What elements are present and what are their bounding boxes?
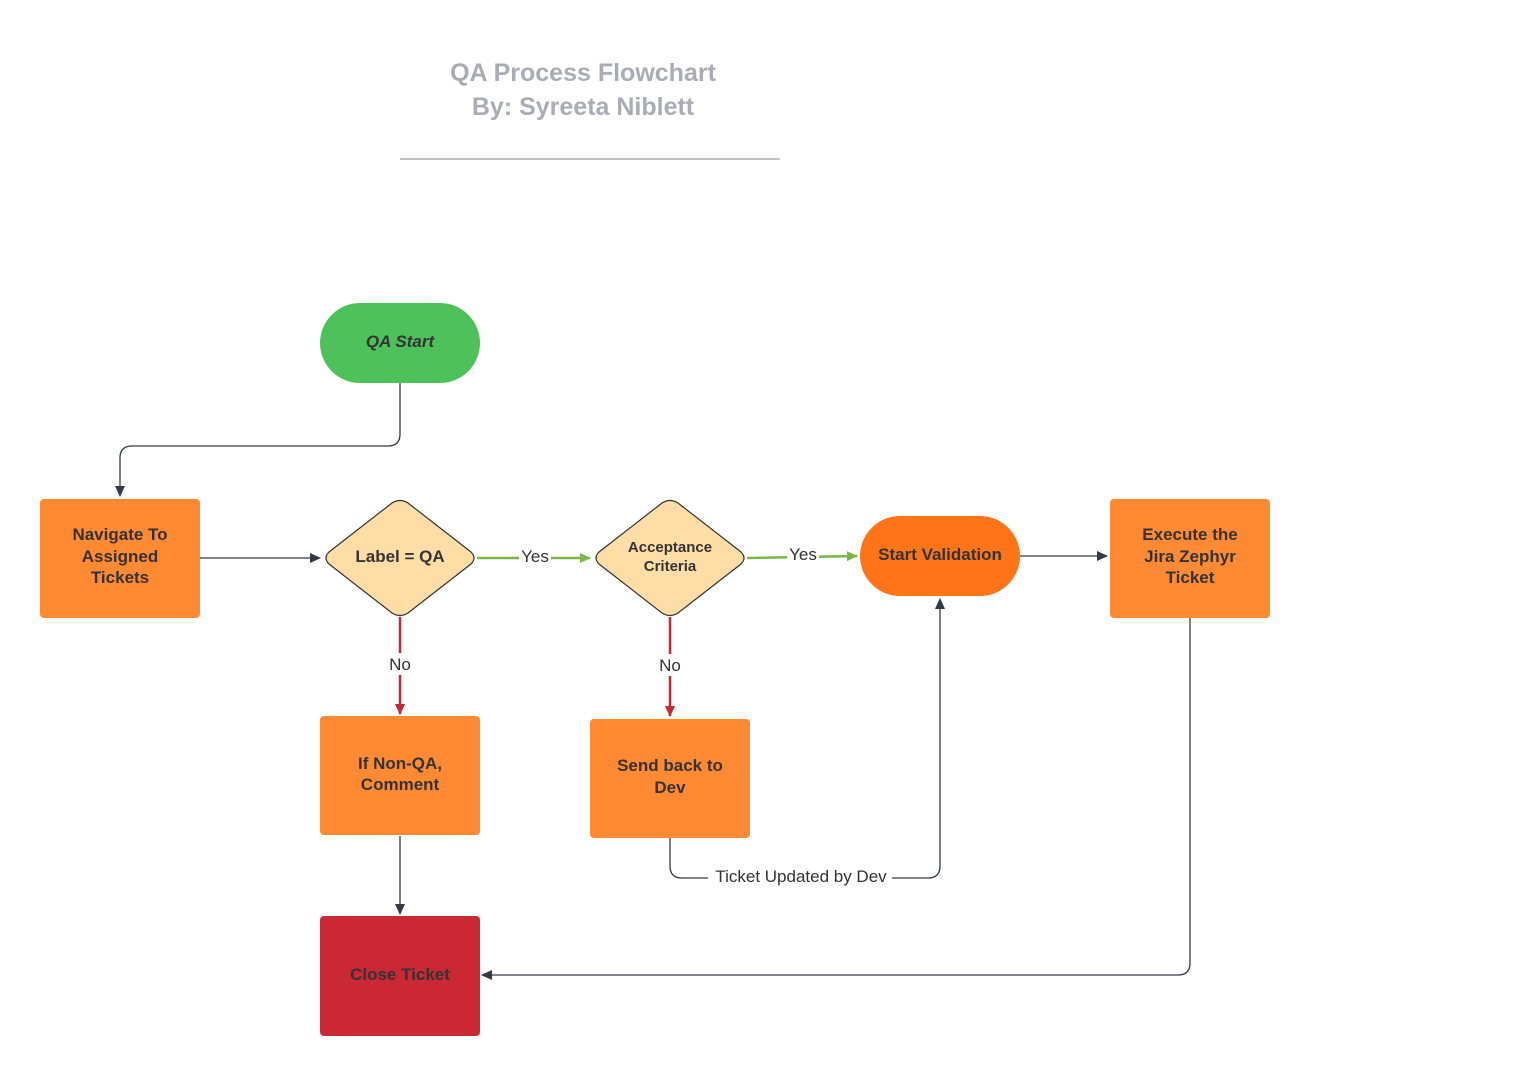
node-execute-shape[interactable] [1110,499,1270,618]
node-navigate-line-1: Navigate To [72,525,167,544]
diagram-header: QA Process Flowchart By: Syreeta Niblett [400,59,780,160]
edge-labels: Yes Yes No No Ticket Updated by Dev [385,544,892,888]
node-navigate-line-3: Tickets [91,568,149,587]
edge-acceptance-no-text: No [659,656,681,675]
node-send-back[interactable]: Send back to Dev [590,719,750,838]
edge-acceptance-yes-text: Yes [789,545,817,564]
node-close-ticket-shape[interactable] [320,916,480,1036]
node-qa-start-shape[interactable] [320,303,480,383]
node-navigate-shape[interactable] [40,499,200,618]
node-execute[interactable]: Execute the Jira Zephyr Ticket [1110,499,1270,618]
edge-label-no-text: No [389,655,411,674]
edge-label-yes-text: Yes [521,547,549,566]
node-close-ticket-label: Close Ticket [350,965,450,984]
node-non-qa-shape[interactable] [320,716,480,835]
node-label-qa-shape[interactable] [325,499,475,617]
node-execute-line-2: Jira Zephyr [1144,547,1236,566]
node-acceptance[interactable]: Acceptance Criteria [595,499,745,617]
node-execute-line-3: Ticket [1166,568,1215,587]
node-acceptance-line-1: Acceptance [628,539,712,556]
node-navigate[interactable]: Navigate To Assigned Tickets [40,499,200,618]
node-start-validation[interactable]: Start Validation [860,516,1020,596]
node-acceptance-shape[interactable] [595,499,745,617]
diagram-title: QA Process Flowchart [450,59,716,87]
node-send-back-shape[interactable] [590,719,750,838]
node-send-back-line-2: Dev [654,778,686,797]
node-non-qa-line-1: If Non-QA, [358,754,442,773]
node-navigate-line-2: Assigned [82,547,159,566]
node-qa-start-label: QA Start [366,332,436,351]
node-start-validation-shape[interactable] [860,516,1020,596]
node-send-back-line-1: Send back to [617,756,723,775]
edge-ticket-updated-text: Ticket Updated by Dev [715,867,887,886]
node-label-qa[interactable]: Label = QA [325,499,475,617]
edge-execute-to-close[interactable] [481,618,1191,980]
edges [115,383,1191,980]
node-non-qa-line-2: Comment [361,775,440,794]
node-execute-line-1: Execute the [1142,525,1237,544]
node-non-qa[interactable]: If Non-QA, Comment [320,716,480,835]
edge-start-to-navigate[interactable] [115,383,401,497]
node-acceptance-line-2: Criteria [644,558,697,575]
node-start-validation-label: Start Validation [878,545,1002,564]
node-qa-start[interactable]: QA Start [320,303,480,383]
node-label-qa-label: Label = QA [355,547,444,566]
diagram-author: By: Syreeta Niblett [472,93,695,121]
node-close-ticket[interactable]: Close Ticket [320,916,480,1036]
